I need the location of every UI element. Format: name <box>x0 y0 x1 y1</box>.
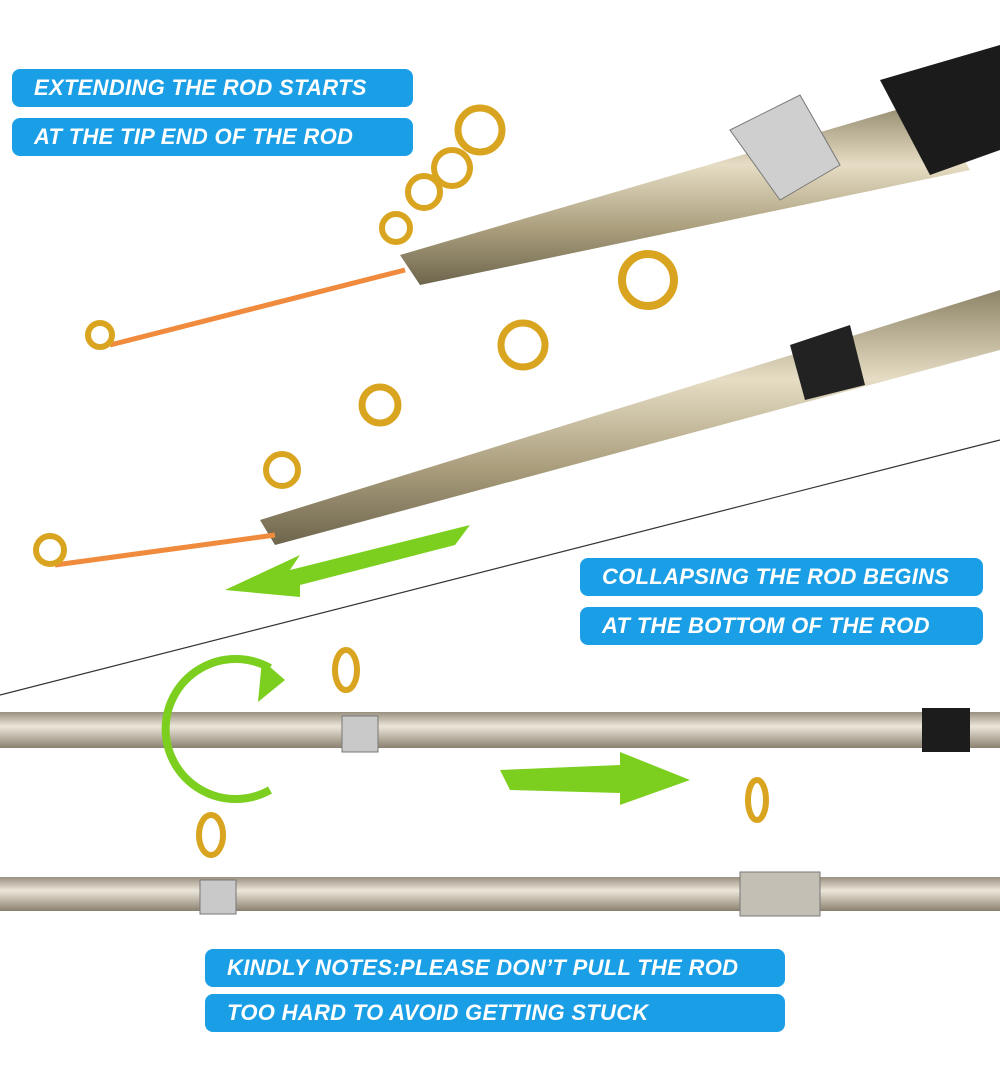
collapse-rod-2 <box>0 777 1000 917</box>
caption-top-2: AT THE TIP END OF THE ROD <box>12 118 413 156</box>
divider-line <box>0 439 1000 696</box>
arrow-left-icon <box>225 525 470 597</box>
caption-top-1: EXTENDING THE ROD STARTS <box>12 69 413 107</box>
caption-middle-1: COLLAPSING THE ROD BEGINS <box>580 558 983 596</box>
rotate-arrow-icon <box>161 655 272 803</box>
collapse-rod-1 <box>0 647 1000 753</box>
caption-bottom-1: KINDLY NOTES:PLEASE DON’T PULL THE ROD <box>205 949 785 987</box>
rod-brand-text: ROBEROS 1.8 <box>835 856 980 878</box>
extended-rod <box>33 250 1000 568</box>
top-rod <box>85 45 1000 350</box>
caption-bottom-2: TOO HARD TO AVOID GETTING STUCK <box>205 994 785 1032</box>
caption-middle-2: AT THE BOTTOM OF THE ROD <box>580 607 983 645</box>
arrow-right-icon <box>500 752 690 805</box>
